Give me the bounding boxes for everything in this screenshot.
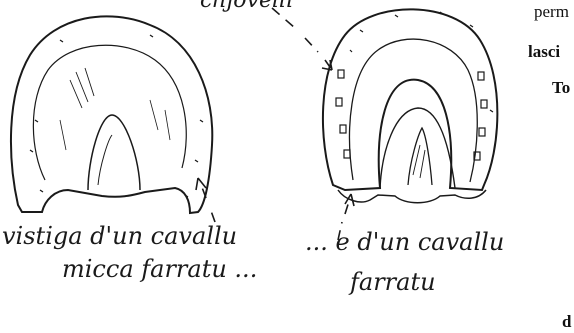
right-caption-line1: ... e d'un cavallu <box>305 228 504 256</box>
shod-hoof-print <box>323 9 497 202</box>
arrow-top <box>272 8 332 70</box>
top-label: chjovelli <box>200 0 293 13</box>
arrows <box>196 8 354 240</box>
body-text-line1: perm <box>534 2 569 22</box>
unshod-hoof-print <box>11 16 212 213</box>
body-text-line2: lasci <box>528 42 560 62</box>
left-caption-line1: vistiga d'un cavallu <box>2 222 237 250</box>
right-caption-line2: farratu <box>350 268 436 296</box>
left-caption-line2: micca farratu ... <box>62 255 257 283</box>
body-text-line4: d <box>562 312 571 332</box>
body-text-line3: To <box>552 78 570 98</box>
